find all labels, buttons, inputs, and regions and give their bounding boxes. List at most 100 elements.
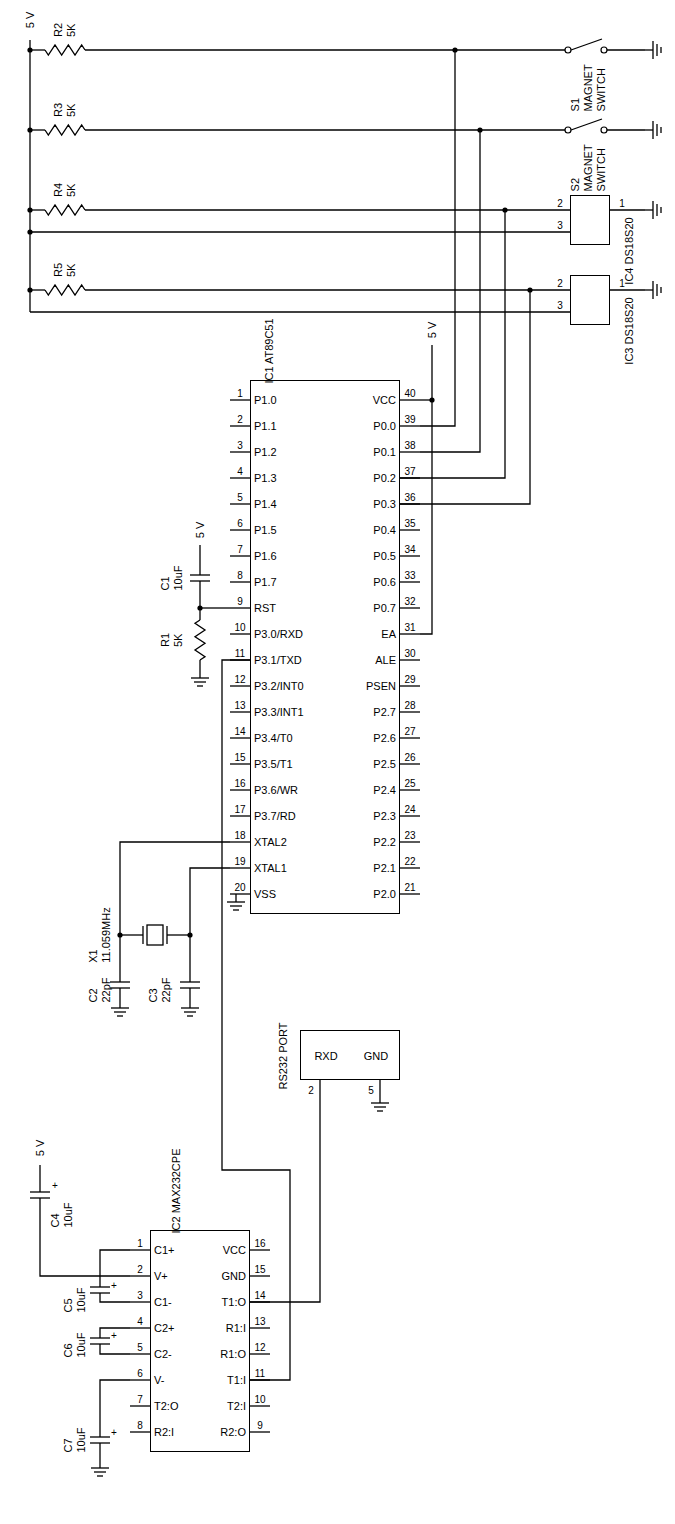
wire: [85, 289, 530, 290]
pin-stub: [230, 503, 250, 504]
junction-dot: [27, 229, 32, 234]
wire: [199, 581, 200, 608]
pin-number: 2: [137, 1263, 143, 1276]
pin-stub: [130, 1379, 150, 1380]
pin-number: 9: [237, 595, 243, 608]
pin-number: 32: [404, 595, 415, 608]
pin-stub: [400, 685, 420, 686]
pin-stub: [230, 425, 250, 426]
pin-number: 8: [237, 569, 243, 582]
junction-dot: [117, 932, 122, 937]
pin-number: 12: [234, 673, 245, 686]
pin-number: 23: [404, 829, 415, 842]
pin-stub: [230, 737, 250, 738]
pin-stub: [250, 1249, 270, 1250]
ground-symbol: [111, 1007, 129, 1008]
component-label: C3 22pF: [147, 977, 173, 1002]
pin-stub: [230, 841, 250, 842]
pin-number: 5: [137, 1341, 143, 1354]
ground-symbol: [114, 1011, 126, 1012]
wire: [199, 545, 200, 575]
microcontroller-chip: IC1 AT89C51: [250, 380, 400, 914]
ground-symbol: [119, 1000, 120, 1008]
pin-number: 1: [619, 277, 625, 290]
ground-symbol: [371, 1102, 389, 1103]
component-label: R4 5K: [52, 183, 78, 197]
pin-name: P0.3: [373, 498, 396, 511]
pin-number: 6: [237, 517, 243, 530]
pin-number: 10: [234, 621, 245, 634]
capacitor-symbol: [30, 1197, 50, 1198]
pin-name: EA: [381, 628, 396, 641]
ground-symbol: [660, 207, 661, 213]
pin-name: P0.2: [373, 472, 396, 485]
ground-symbol: [656, 204, 657, 216]
signal-wire: [400, 290, 570, 504]
voltage-label: 5 V: [24, 12, 37, 29]
pin-name: PSEN: [366, 680, 396, 693]
pin-name: XTAL2: [254, 836, 287, 849]
wire: [100, 1293, 130, 1302]
wire: [420, 345, 432, 634]
junction-dot: [27, 47, 32, 52]
pin-stub: [230, 399, 250, 400]
wire: [39, 1165, 40, 1192]
sensor-chip: IC3 DS18S20: [570, 275, 610, 325]
pin-number: 27: [404, 725, 415, 738]
pin-name: P1.2: [254, 446, 277, 459]
ground-symbol: [233, 909, 239, 910]
switch-terminal: [601, 127, 607, 133]
wire: [85, 49, 565, 50]
wire: [610, 289, 645, 290]
schematic-art: [27, 39, 661, 1476]
pin-name: P2.7: [373, 706, 396, 719]
component-label: S2 MAGNET SWITCH: [569, 145, 608, 192]
pin-stub: [250, 1405, 270, 1406]
pin-stub: [400, 841, 420, 842]
pin-name: P0.0: [373, 420, 396, 433]
port-pin-label: GND: [364, 1050, 388, 1063]
signal-wire: [400, 210, 570, 478]
wire: [189, 988, 190, 1000]
pin-number: 11: [235, 647, 245, 660]
pin-name: R2:O: [220, 1426, 246, 1439]
pin-number: 1: [137, 1237, 143, 1250]
component-label: R3 5K: [52, 103, 78, 117]
pin-stub: [400, 581, 420, 582]
switch-symbol: [571, 39, 602, 50]
signal-wire: [250, 1080, 320, 1302]
switch-terminal: [565, 127, 571, 133]
ground-symbol: [235, 894, 236, 902]
pin-number: 22: [404, 855, 415, 868]
ground-symbol: [99, 1460, 100, 1468]
pin-number: 13: [234, 699, 245, 712]
pin-name: P1.3: [254, 472, 277, 485]
resistor-symbol: [45, 125, 85, 135]
polarity-mark: +: [111, 1279, 117, 1292]
pin-stub: [130, 1405, 150, 1406]
ground-symbol: [187, 1015, 193, 1016]
pin-number: 9: [257, 1419, 263, 1432]
pin-number: 13: [254, 1315, 265, 1328]
pin-number: 34: [404, 543, 415, 556]
resistor-symbol: [45, 285, 85, 295]
ground-symbol: [652, 201, 653, 219]
port-pin-label: RXD: [314, 1050, 337, 1063]
ground-symbol: [656, 284, 657, 296]
component-label: C1 10uF: [159, 565, 185, 590]
pin-number: 18: [234, 829, 245, 842]
ground-symbol: [194, 681, 206, 682]
pin-stub: [250, 1275, 270, 1276]
pin-name: P2.6: [373, 732, 396, 745]
capacitor-symbol: [90, 1286, 110, 1287]
pin-stub: [230, 477, 250, 478]
pin-name: P3.7/RD: [254, 810, 296, 823]
ground-symbol: [656, 44, 657, 56]
pin-number: 6: [137, 1367, 143, 1380]
pin-name: RST: [254, 602, 276, 615]
ground-symbol: [645, 289, 653, 290]
ground-symbol: [199, 670, 200, 678]
wire: [199, 608, 200, 620]
junction-dot: [429, 397, 434, 402]
